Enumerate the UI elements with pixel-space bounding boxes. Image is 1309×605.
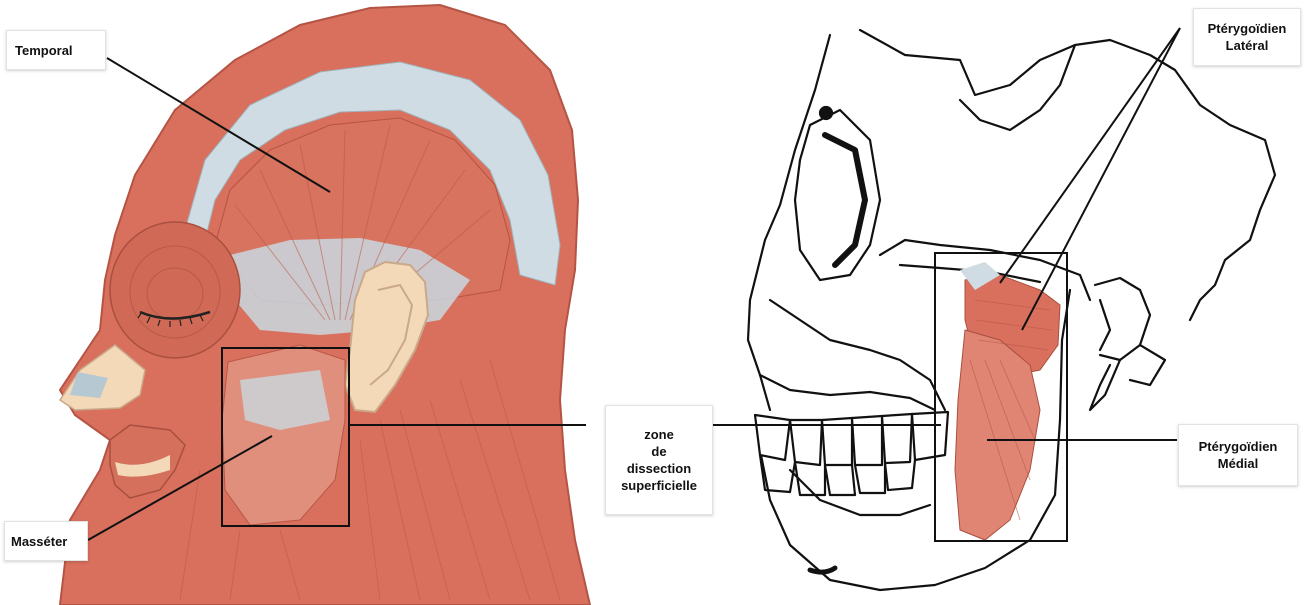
label-masseter-text: Masséter (11, 533, 67, 550)
zone-line-4: superficielle (621, 477, 697, 494)
lateral-line-2: Latéral (1226, 37, 1269, 54)
label-medial-pterygoid: Ptérygoïdien Médial (1178, 424, 1298, 486)
pterygoid-muscles (955, 262, 1060, 540)
zone-line-1: zone (644, 426, 674, 443)
label-temporal: Temporal (6, 30, 106, 70)
lateral-line-1: Ptérygoïdien (1208, 20, 1287, 37)
label-superficial-dissection-zone: zone de dissection superficielle (605, 405, 713, 515)
orbit (795, 110, 880, 280)
label-lateral-pterygoid: Ptérygoïdien Latéral (1193, 8, 1301, 66)
leader-lateral-1 (1000, 28, 1180, 283)
medial-line-1: Ptérygoïdien (1199, 438, 1278, 455)
zone-line-3: dissection (627, 460, 691, 477)
leader-lateral-2 (1022, 28, 1180, 330)
zone-line-2: de (651, 443, 666, 460)
label-temporal-text: Temporal (15, 42, 73, 59)
head-muscles-illustration (60, 5, 590, 605)
medial-line-2: Médial (1218, 455, 1258, 472)
label-masseter: Masséter (4, 521, 88, 561)
